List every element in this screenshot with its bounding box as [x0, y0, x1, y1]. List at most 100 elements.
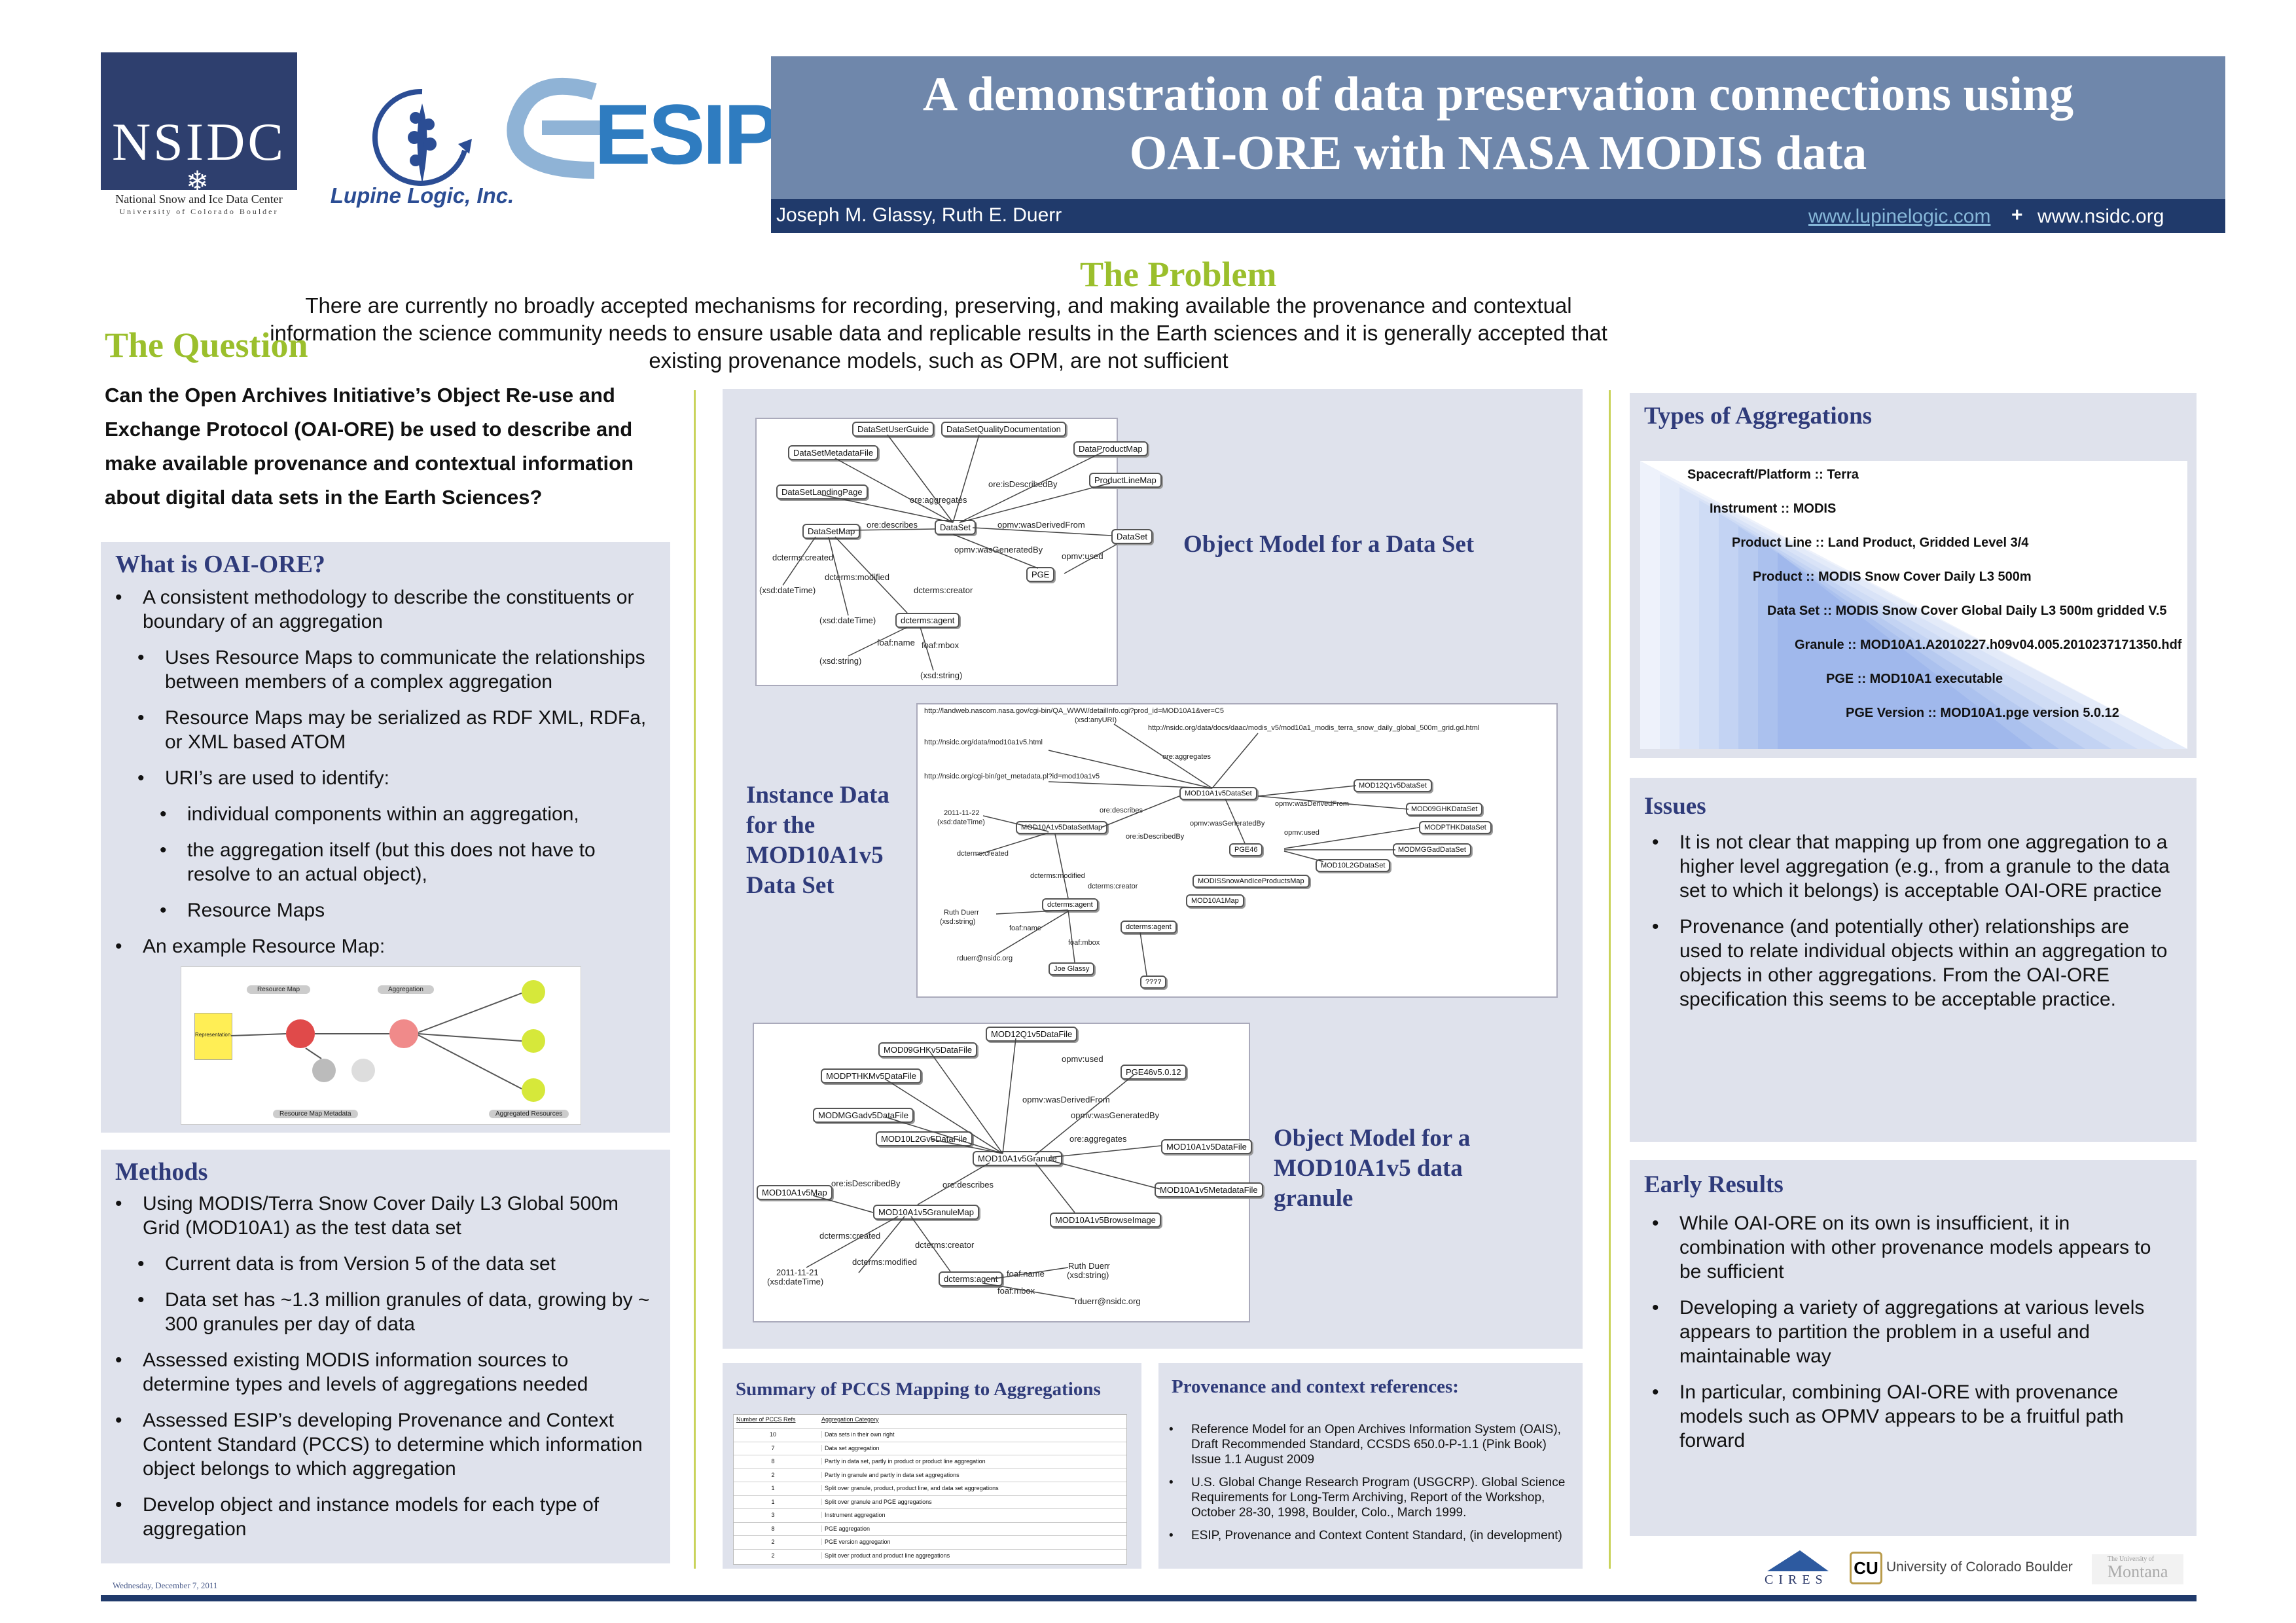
references-title: Provenance and context references: — [1172, 1376, 1459, 1397]
aggregation-level: PGE Version :: MOD10A1.pge version 5.0.1… — [1846, 706, 2119, 720]
results-bullet: In particular, combining OAI-ORE with pr… — [1652, 1380, 2176, 1453]
diagram-node: MOD10A1Map — [1186, 894, 1244, 907]
diagram-node: ???? — [1140, 976, 1167, 989]
aggregated-resource-node — [522, 980, 545, 1004]
summary-category: Split over granule, product, product lin… — [821, 1485, 999, 1491]
summary-table-row: 7 Data set aggregation — [734, 1441, 1126, 1455]
diagram-label: ore:isDescribedBy — [1126, 833, 1185, 841]
diagram-node: MOD12Q1v5DataFile — [986, 1027, 1078, 1042]
lupinelogic-link[interactable]: www.lupinelogic.com — [1808, 206, 1991, 227]
diagram-label: ore:isDescribedBy — [831, 1178, 901, 1188]
lupine-icon — [372, 88, 472, 186]
summary-col-header: Number of PCCS Refs — [736, 1416, 796, 1423]
diagram-label: foaf:name — [1009, 924, 1041, 932]
aggregation-level: PGE :: MOD10A1 executable — [1826, 672, 2003, 686]
diagram-label: (xsd:dateTime) — [819, 615, 876, 625]
references-panel: Provenance and context references: Refer… — [1158, 1363, 1583, 1569]
diagram-label: ore:describes — [1100, 807, 1143, 814]
diagram-node: MOD09GHKv5DataFile — [878, 1042, 978, 1057]
resource-map-node — [286, 1019, 315, 1048]
results-bullet: Developing a variety of aggregations at … — [1652, 1296, 2176, 1368]
question-line: about digital data sets in the Earth Sci… — [105, 486, 543, 509]
methods-bullet: Using MODIS/Terra Snow Cover Daily L3 Gl… — [115, 1192, 658, 1240]
representation-box: Representation — [194, 1013, 232, 1060]
diagram-label: (xsd:string) — [920, 670, 963, 680]
diagram-node: PGE — [1026, 567, 1055, 582]
dataset-object-model-caption: Object Model for a Data Set — [1183, 531, 1475, 558]
diagram-label: (xsd:anyURI) — [1075, 716, 1117, 724]
poster-title-line1: A demonstration of data preservation con… — [922, 67, 2074, 121]
esip-swoosh-icon — [507, 77, 601, 179]
methods-bullet: Assessed ESIP’s developing Provenance an… — [115, 1408, 658, 1481]
summary-category: Partly in granule and partly in data set… — [821, 1471, 960, 1478]
issues-bullet: Provenance (and potentially other) relat… — [1652, 915, 2176, 1012]
summary-count: 1 — [771, 1485, 775, 1491]
issues-list: It is not clear that mapping up from one… — [1652, 830, 2176, 1012]
cu-text: University of Colorado Boulder — [1886, 1559, 2073, 1575]
diagram-label: dcterms:modified — [852, 1257, 917, 1267]
summary-category: Instrument aggregation — [821, 1512, 886, 1518]
summary-count: 7 — [771, 1444, 775, 1451]
methods-subbullet: Current data is from Version 5 of the da… — [137, 1252, 658, 1276]
diagram-node: DataSetMetadataFile — [788, 445, 879, 460]
diagram-label: (xsd:string) — [940, 918, 976, 926]
cu-logo-icon: CU — [1850, 1552, 1882, 1584]
diagram-node: dcterms:agent — [1121, 921, 1177, 934]
metadata-label: Resource Map Metadata — [273, 1110, 358, 1118]
oaiore-bullet: An example Resource Map: — [115, 934, 658, 958]
caption-line: granule — [1274, 1185, 1354, 1212]
footer-date: Wednesday, December 7, 2011 — [113, 1580, 218, 1590]
reference-item: ESIP, Provenance and Context Content Sta… — [1169, 1528, 1568, 1543]
question-title: The Question — [105, 325, 308, 365]
aggregation-level: Spacecraft/Platform :: Terra — [1687, 467, 1859, 482]
diagram-label: Ruth Duerr — [944, 909, 979, 917]
montana-small-text: The University of — [2108, 1556, 2155, 1563]
diagram-label: ore:describes — [867, 520, 918, 530]
diagram-node: MOD10A1v5DataSet — [1179, 787, 1257, 800]
resource-map-arrows — [230, 993, 522, 1089]
diagram-node: MODPTHKDataSet — [1419, 821, 1492, 834]
question-line: Can the Open Archives Initiative’s Objec… — [105, 384, 615, 407]
aggregated-resource-node — [522, 1078, 545, 1102]
methods-bullet: Develop object and instance models for e… — [115, 1493, 658, 1541]
aggregation-level: Product :: MODIS Snow Cover Daily L3 500… — [1753, 570, 2032, 584]
diagram-label: opmv:wasDerivedFrom — [997, 520, 1085, 530]
nsidc-logo-university: University of Colorado Boulder — [119, 207, 279, 216]
diagram-node: DataSetLandingPage — [776, 484, 868, 500]
diagram-label: foaf:name — [877, 638, 915, 647]
summary-category: Data set aggregation — [821, 1444, 880, 1451]
diagram-label: (xsd:dateTime) — [759, 585, 816, 595]
caption-line: Instance Data — [746, 782, 889, 809]
instance-data-diagram: http://landweb.nascom.nasa.gov/cgi-bin/Q… — [916, 703, 1558, 998]
aggregation-level: Instrument :: MODIS — [1710, 501, 1837, 516]
diagram-label: ore:isDescribedBy — [988, 479, 1058, 489]
diagram-label: (xsd:string) — [1067, 1270, 1109, 1280]
diagram-node: DataSet — [935, 520, 976, 535]
montana-text: Montana — [2108, 1562, 2168, 1581]
caption-line: Data Set — [746, 872, 834, 899]
diagram-label: Ruth Duerr — [1068, 1261, 1110, 1271]
diagram-label: http://landweb.nascom.nasa.gov/cgi-bin/Q… — [924, 707, 1224, 715]
lupine-logo-text: Lupine Logic, Inc. — [330, 183, 514, 208]
nsidc-link[interactable]: www.nsidc.org — [2037, 206, 2164, 227]
oaiore-subbullet: Uses Resource Maps to communicate the re… — [137, 646, 658, 694]
column-divider — [1609, 390, 1611, 1569]
nsidc-logo: NSIDC ❄ National Snow and Ice Data Cente… — [101, 52, 297, 216]
oaiore-list: A consistent methodology to describe the… — [115, 585, 658, 958]
snowflake-icon: ❄ — [186, 166, 209, 196]
diagram-label: ore:aggregates — [1162, 753, 1211, 761]
summary-table-row: 1 Split over granule, product, product li… — [734, 1482, 1126, 1495]
oaiore-subbullet: URI’s are used to identify: — [137, 766, 658, 790]
diagram-node: MOD10L2Gv5DataFile — [876, 1131, 973, 1146]
diagram-label: dcterms:creator — [914, 585, 973, 595]
column-divider — [694, 390, 696, 1569]
diagram-node: MOD10A1v5Granule — [973, 1151, 1062, 1166]
diagram-label: foaf:mbox — [922, 640, 960, 650]
aggregation-level: Data Set :: MODIS Snow Cover Global Dail… — [1767, 604, 2167, 618]
summary-category: Partly in data set, partly in product or… — [821, 1458, 986, 1465]
diagram-label: opmv:wasGeneratedBy — [1190, 820, 1265, 828]
granule-object-model-diagram: MOD12Q1v5DataFile MOD09GHKv5DataFile MOD… — [753, 1023, 1263, 1322]
results-list: While OAI-ORE on its own is insufficient… — [1652, 1211, 2176, 1453]
